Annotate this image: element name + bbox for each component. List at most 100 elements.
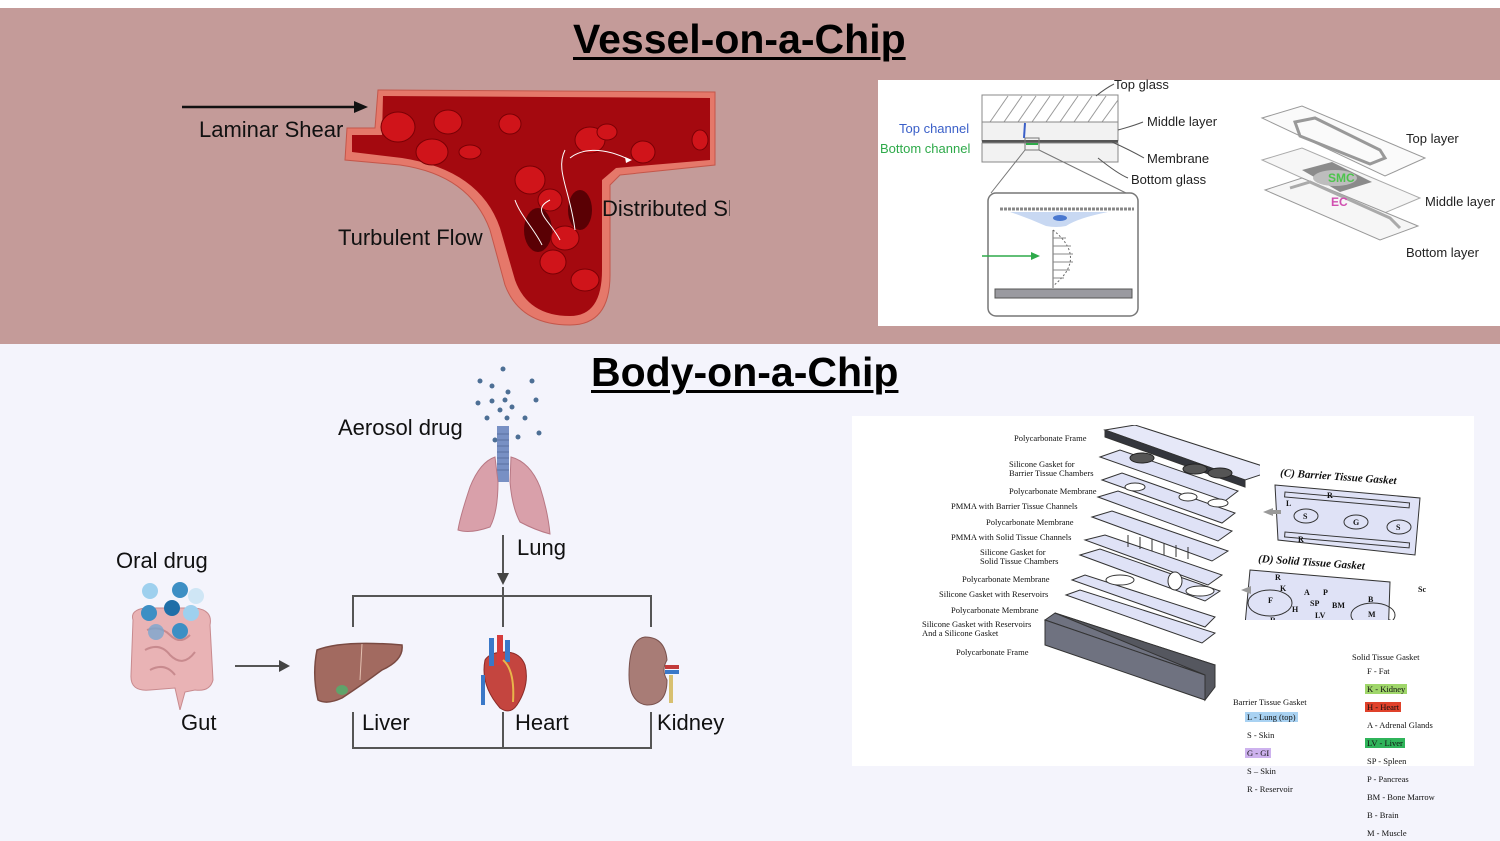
smc-label: SMC	[1328, 171, 1355, 185]
kidney-label: Kidney	[657, 710, 725, 735]
gasket-mark: M	[1368, 610, 1376, 619]
solid-gasket-title: (D) Solid Tissue Gasket	[1258, 553, 1366, 572]
gasket-mark: LV	[1315, 611, 1326, 620]
gut-label: Gut	[181, 710, 217, 735]
layer-label-1: Polycarbonate Frame	[1014, 433, 1087, 443]
top-layer-label: Top layer	[1406, 131, 1459, 146]
gasket-mark: S	[1396, 523, 1401, 532]
gasket-mark: B	[1368, 595, 1374, 604]
gasket-mark: L	[1286, 499, 1291, 508]
chip-exploded-diagram: SMC EC Top layer Middle layer Bottom lay…	[1260, 105, 1496, 260]
intestine	[130, 607, 214, 710]
bracket-tick-heart-bottom	[502, 712, 504, 748]
gasket-mark: A	[1304, 588, 1310, 597]
legend-item-spleen: SP - Spleen	[1367, 756, 1407, 766]
legend-item-skin-2: S – Skin	[1247, 766, 1276, 776]
middle-layer-label: Middle layer	[1147, 114, 1218, 129]
legend-item-gi: G - GI	[1245, 748, 1272, 758]
layer-label-5: Polycarbonate Membrane	[986, 517, 1074, 527]
bracket-tick-liver	[352, 595, 354, 627]
oral-drug-label: Oral drug	[116, 548, 208, 573]
bracket-tick-heart	[502, 587, 504, 627]
liver-label: Liver	[362, 710, 410, 735]
top-channel-label: Top channel	[899, 121, 969, 136]
oral-drug-pills	[141, 582, 204, 640]
bottom-glass-label: Bottom glass	[1131, 172, 1207, 187]
barrier-legend-list: L - Lung (top) S - Skin G - GI S – Skin …	[1245, 707, 1298, 797]
layer-label-4: PMMA with Barrier Tissue Channels	[951, 501, 1078, 511]
top-margin	[0, 0, 1500, 8]
solid-legend-list: F - Fat K - Kidney H - Heart A - Adrenal…	[1365, 661, 1437, 841]
ec-label: EC	[1331, 195, 1348, 209]
gasket-mark: R	[1298, 535, 1304, 544]
layer-label-10: Polycarbonate Membrane	[951, 605, 1039, 615]
gut-to-liver-arrow	[235, 665, 280, 667]
body-section-title: Body-on-a-Chip	[591, 349, 899, 395]
layer-label-7: Silicone Gasket for Solid Tissue Chamber…	[980, 547, 1059, 566]
kidney-illustration	[628, 636, 679, 706]
vessel-section-title: Vessel-on-a-Chip	[573, 16, 906, 62]
turbulent-flow-label: Turbulent Flow	[338, 225, 483, 250]
legend-item-pancreas: P - Pancreas	[1367, 774, 1409, 784]
bracket-tick-kidney	[650, 595, 652, 627]
arrow-head-icon	[497, 573, 509, 585]
distributed-shear-label: Distributed Shear	[602, 196, 730, 221]
heart-label: Heart	[515, 710, 569, 735]
liver-illustration	[314, 642, 403, 703]
heart-illustration	[481, 635, 527, 712]
gasket-mark: K	[1280, 584, 1287, 593]
device-exploded-stack	[1043, 425, 1260, 702]
legend-item-adrenal: A - Adrenal Glands	[1367, 720, 1433, 730]
gasket-mark: H	[1292, 605, 1299, 614]
lung-illustration	[457, 366, 551, 535]
gasket-mark: SP	[1310, 599, 1319, 608]
aerosol-drug-label: Aerosol drug	[338, 415, 463, 440]
lung-down-arrow	[502, 535, 504, 575]
gasket-mark: G	[1353, 518, 1359, 527]
bracket-tick-liver-bottom	[352, 712, 354, 748]
legend-item-lung: L - Lung (top)	[1245, 712, 1298, 722]
arrow-head-icon	[279, 660, 290, 672]
bottom-channel-label: Bottom channel	[880, 141, 970, 156]
laminar-shear-label: Laminar Shear	[199, 117, 343, 142]
legend-item-kidney: K - Kidney	[1365, 684, 1408, 694]
membrane-label: Membrane	[1147, 151, 1209, 166]
lumen-shadow	[524, 208, 552, 252]
gasket-mark: R	[1270, 616, 1276, 620]
legend-item-bone-marrow: BM - Bone Marrow	[1367, 792, 1435, 802]
bottom-layer-label: Bottom layer	[1406, 245, 1480, 260]
flow-lines	[514, 149, 631, 246]
legend-item-liver: LV - Liver	[1365, 738, 1405, 748]
layer-label-12: Polycarbonate Frame	[956, 647, 1029, 657]
gasket-mark: F	[1268, 596, 1273, 605]
legend-item-skin: S - Skin	[1247, 730, 1275, 740]
aerosol-particles	[475, 366, 542, 443]
distribution-bracket-bottom	[352, 747, 652, 749]
legend-item-heart: H - Heart	[1365, 702, 1402, 712]
gasket-mark: R	[1327, 491, 1333, 500]
gasket-mark: R	[1275, 573, 1281, 582]
layer-label-2: Silicone Gasket for Barrier Tissue Chamb…	[1009, 459, 1094, 478]
gasket-mark: BM	[1332, 601, 1345, 610]
layer-label-3: Polycarbonate Membrane	[1009, 486, 1097, 496]
vessel-illustration: Laminar Shear Turbulent Flow Distributed…	[182, 89, 730, 326]
gasket-mark: S	[1303, 512, 1308, 521]
barrier-tissue-gasket: (C) Barrier Tissue Gasket (D) Solid Tiss…	[1241, 467, 1421, 620]
gut-illustration	[130, 582, 214, 710]
layer-label-8: Polycarbonate Membrane	[962, 574, 1050, 584]
gasket-mark: P	[1323, 588, 1328, 597]
barrier-legend-title: Barrier Tissue Gasket	[1233, 697, 1307, 707]
middle-layer-label-exploded: Middle layer	[1425, 194, 1496, 209]
layer-label-9: Silicone Gasket with Reservoirs	[939, 589, 1049, 599]
lung-label: Lung	[517, 535, 566, 560]
legend-item-fat: F - Fat	[1367, 666, 1390, 676]
chip-cross-section-diagram: Top glass Top channel Bottom channel Mid…	[880, 78, 1218, 317]
stray-label: Sc	[1418, 585, 1426, 594]
top-glass-label: Top glass	[1114, 78, 1169, 92]
legend-item-brain: B - Brain	[1367, 810, 1399, 820]
lumen-shadow	[568, 190, 592, 230]
right-lung	[509, 456, 551, 535]
layer-label-6: PMMA with Solid Tissue Channels	[951, 532, 1072, 542]
solid-legend-title: Solid Tissue Gasket	[1352, 652, 1420, 662]
barrier-gasket-title: (C) Barrier Tissue Gasket	[1280, 467, 1398, 487]
